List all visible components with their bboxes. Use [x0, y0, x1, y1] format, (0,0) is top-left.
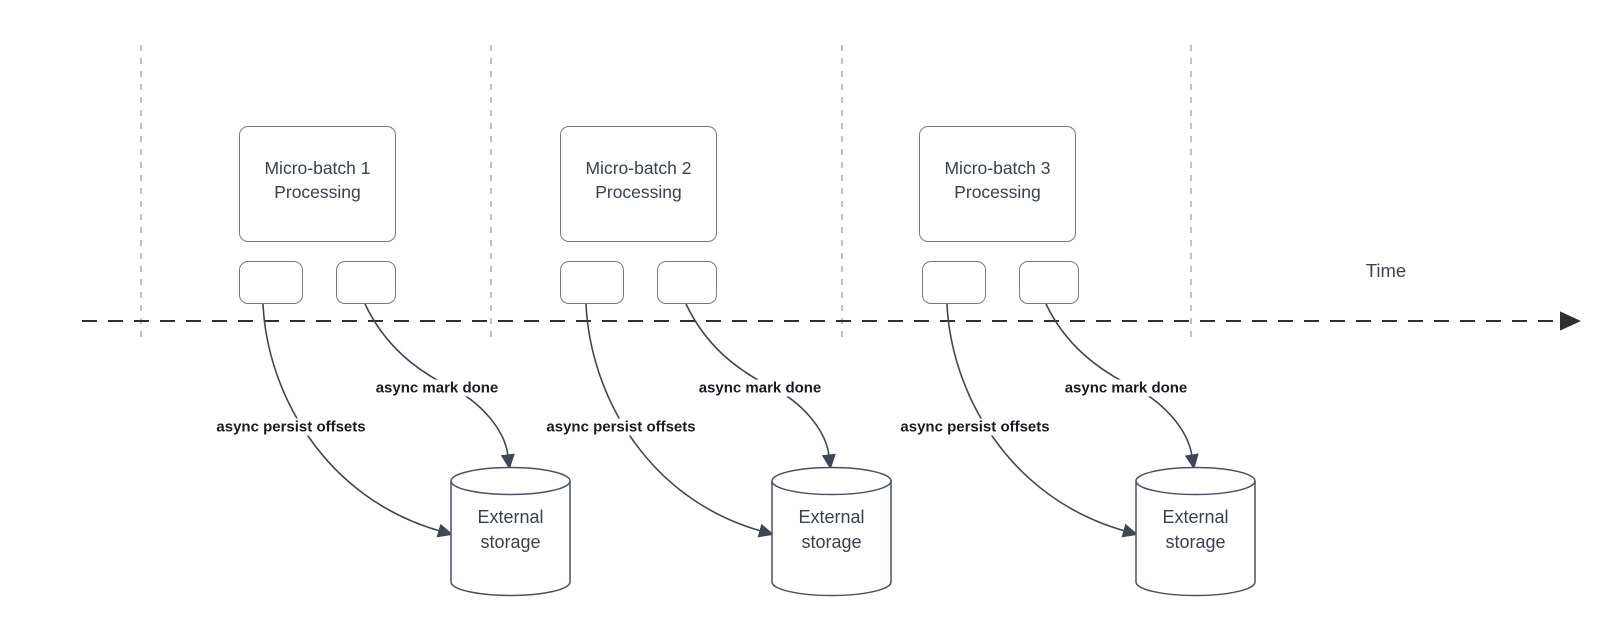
- external-storage-label-2: External storage: [772, 505, 891, 555]
- external-storage-label-2-line2: storage: [801, 532, 862, 552]
- micro-batch-1-box: Micro-batch 1 Processing: [239, 126, 396, 242]
- persist-source-box-2: [560, 261, 624, 304]
- async-mark-done-label-3: async mark done: [1061, 379, 1191, 397]
- micro-batch-1-label-line1: Micro-batch 1: [264, 158, 371, 178]
- persist-source-box-3: [922, 261, 986, 304]
- micro-batch-3-box: Micro-batch 3 Processing: [919, 126, 1076, 242]
- external-storage-label-3-line1: External: [1162, 507, 1229, 527]
- async-persist-offsets-arrow-3: [946, 303, 1139, 538]
- micro-batch-2-box: Micro-batch 2 Processing: [560, 126, 717, 242]
- external-storage-label-2-line1: External: [798, 507, 865, 527]
- mark-done-source-box-2: [657, 261, 717, 304]
- mark-done-source-box-1: [336, 261, 396, 304]
- async-persist-offsets-arrow-1: [262, 303, 454, 538]
- async-persist-offsets-label-3: async persist offsets: [897, 418, 1053, 436]
- external-storage-label-3: External storage: [1136, 505, 1255, 555]
- external-storage-cylinder-3: [1135, 466, 1256, 597]
- async-mark-done-label-2: async mark done: [695, 379, 825, 397]
- external-storage-label-1-line2: storage: [480, 532, 541, 552]
- async-mark-done-label-1: async mark done: [372, 379, 502, 397]
- external-storage-label-1-line1: External: [477, 507, 544, 527]
- external-storage-cylinder-1: [450, 466, 571, 597]
- micro-batch-2-label-line2: Processing: [595, 182, 682, 202]
- micro-batch-2-label-line1: Micro-batch 2: [585, 158, 692, 178]
- async-persist-offsets-label-2: async persist offsets: [543, 418, 699, 436]
- micro-batch-3-label-line2: Processing: [954, 182, 1041, 202]
- external-storage-cylinder-2: [771, 466, 892, 597]
- micro-batch-1-label-line2: Processing: [274, 182, 361, 202]
- time-axis-label: Time: [1365, 260, 1407, 281]
- async-persist-offsets-arrow-2: [585, 303, 775, 538]
- external-storage-label-1: External storage: [451, 505, 570, 555]
- async-persist-offsets-label-1: async persist offsets: [213, 418, 369, 436]
- micro-batch-3-label-line1: Micro-batch 3: [944, 158, 1051, 178]
- external-storage-label-3-line2: storage: [1165, 532, 1226, 552]
- mark-done-source-box-3: [1019, 261, 1079, 304]
- persist-source-box-1: [239, 261, 303, 304]
